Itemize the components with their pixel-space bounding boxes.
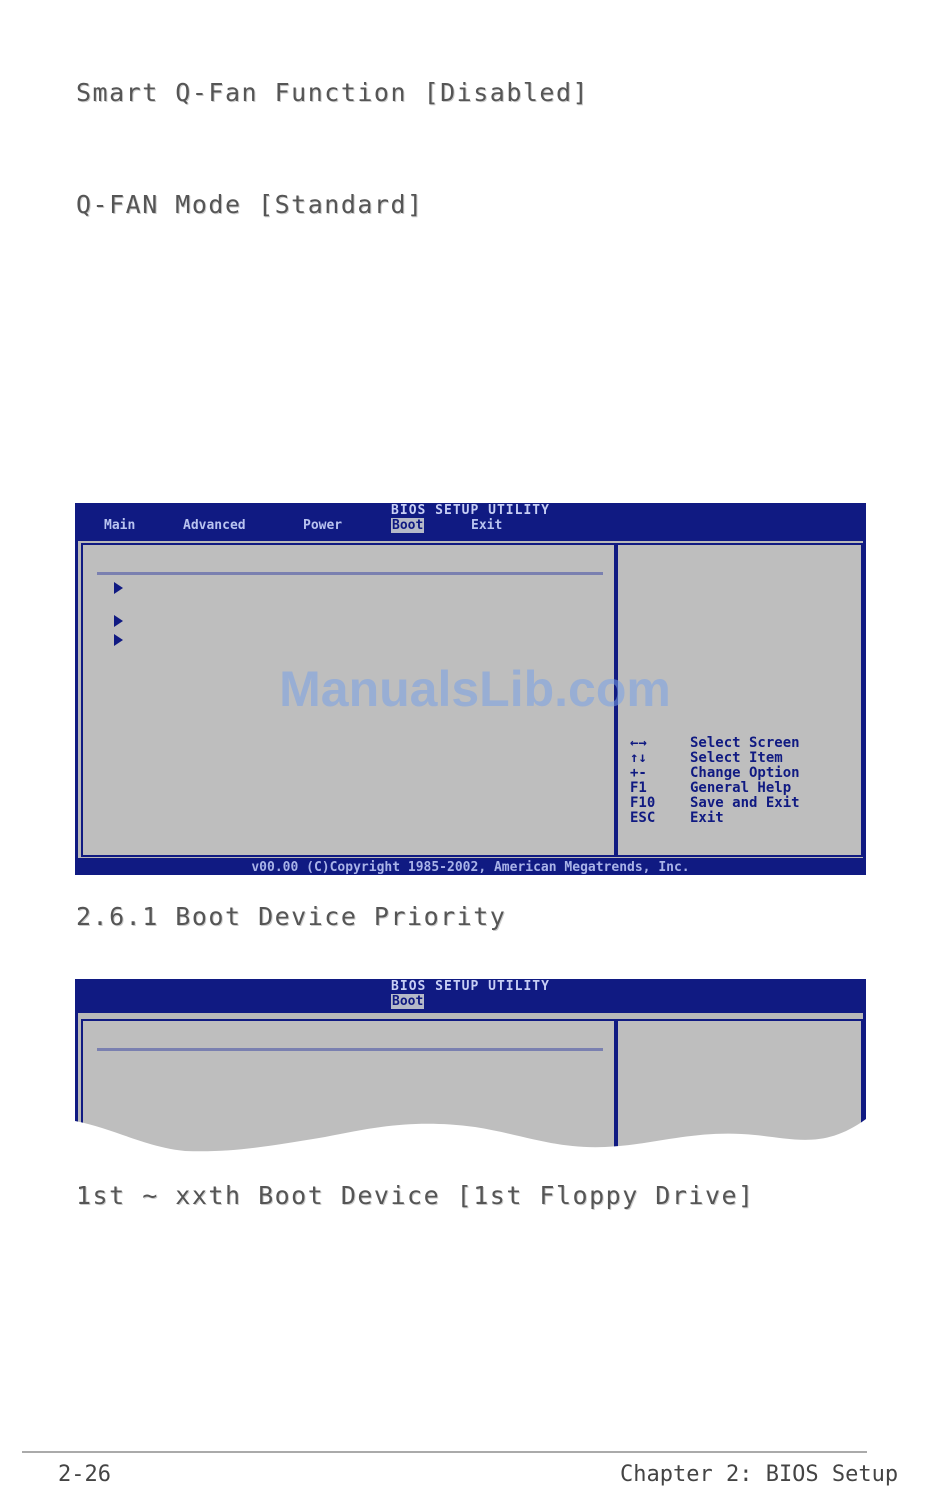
key-label: F10 [630,795,656,811]
key-label: ↑↓ [630,750,647,766]
bios-menu-bar: BIOS SETUP UTILITY Main Advanced Power B… [75,503,866,540]
boot-device-heading: 1st ~ xxth Boot Device [1st Floppy Drive… [76,1181,755,1210]
footer-rule [22,1451,867,1453]
menu-power[interactable]: Power [303,518,343,533]
smart-qfan-heading: Smart Q-Fan Function [Disabled] [76,78,590,107]
bios-boot-device-priority-screenshot: BIOS SETUP UTILITY Boot [75,979,866,1154]
divider [97,1048,603,1051]
bios-title: BIOS SETUP UTILITY [391,503,550,518]
submenu-arrow-icon[interactable] [114,634,123,646]
qfan-mode-heading: Q-FAN Mode [Standard] [76,190,424,219]
menu-exit[interactable]: Exit [471,518,503,533]
menu-main[interactable]: Main [104,518,136,533]
key-description: General Help [690,780,792,796]
bios-body: ←→ Select Screen ↑↓ Select Item +- Chang… [75,538,866,861]
bios-copyright-bar: v00.00 (C)Copyright 1985-2002, American … [75,861,866,875]
menu-advanced[interactable]: Advanced [183,518,246,533]
menu-boot[interactable]: Boot [391,994,425,1009]
torn-edge [75,1119,866,1154]
watermark: ManualsLib.com [279,661,671,717]
key-label: F1 [630,780,647,796]
divider [97,572,603,575]
key-description: Save and Exit [690,795,800,811]
key-label: ←→ [630,735,647,751]
key-description: Exit [690,810,724,826]
bios-help-pane [616,1019,863,1153]
bios-title: BIOS SETUP UTILITY [391,979,550,994]
submenu-arrow-icon[interactable] [114,615,123,627]
key-description: Select Item [690,750,783,766]
key-label: +- [630,765,647,781]
bios-help-pane: ←→ Select Screen ↑↓ Select Item +- Chang… [616,543,863,857]
key-label: ESC [630,810,656,826]
page-number: 2-26 [58,1462,111,1487]
bios-left-pane [81,1019,616,1153]
bios-menu-bar: BIOS SETUP UTILITY Boot [75,979,866,1012]
submenu-arrow-icon[interactable] [114,582,123,594]
boot-device-priority-heading: 2.6.1 Boot Device Priority [76,902,507,931]
bios-boot-menu-screenshot: BIOS SETUP UTILITY Main Advanced Power B… [75,503,866,875]
key-description: Select Screen [690,735,800,751]
key-description: Change Option [690,765,800,781]
chapter-title: Chapter 2: BIOS Setup [620,1462,899,1487]
bios-left-pane [81,543,616,857]
menu-boot[interactable]: Boot [391,518,425,533]
